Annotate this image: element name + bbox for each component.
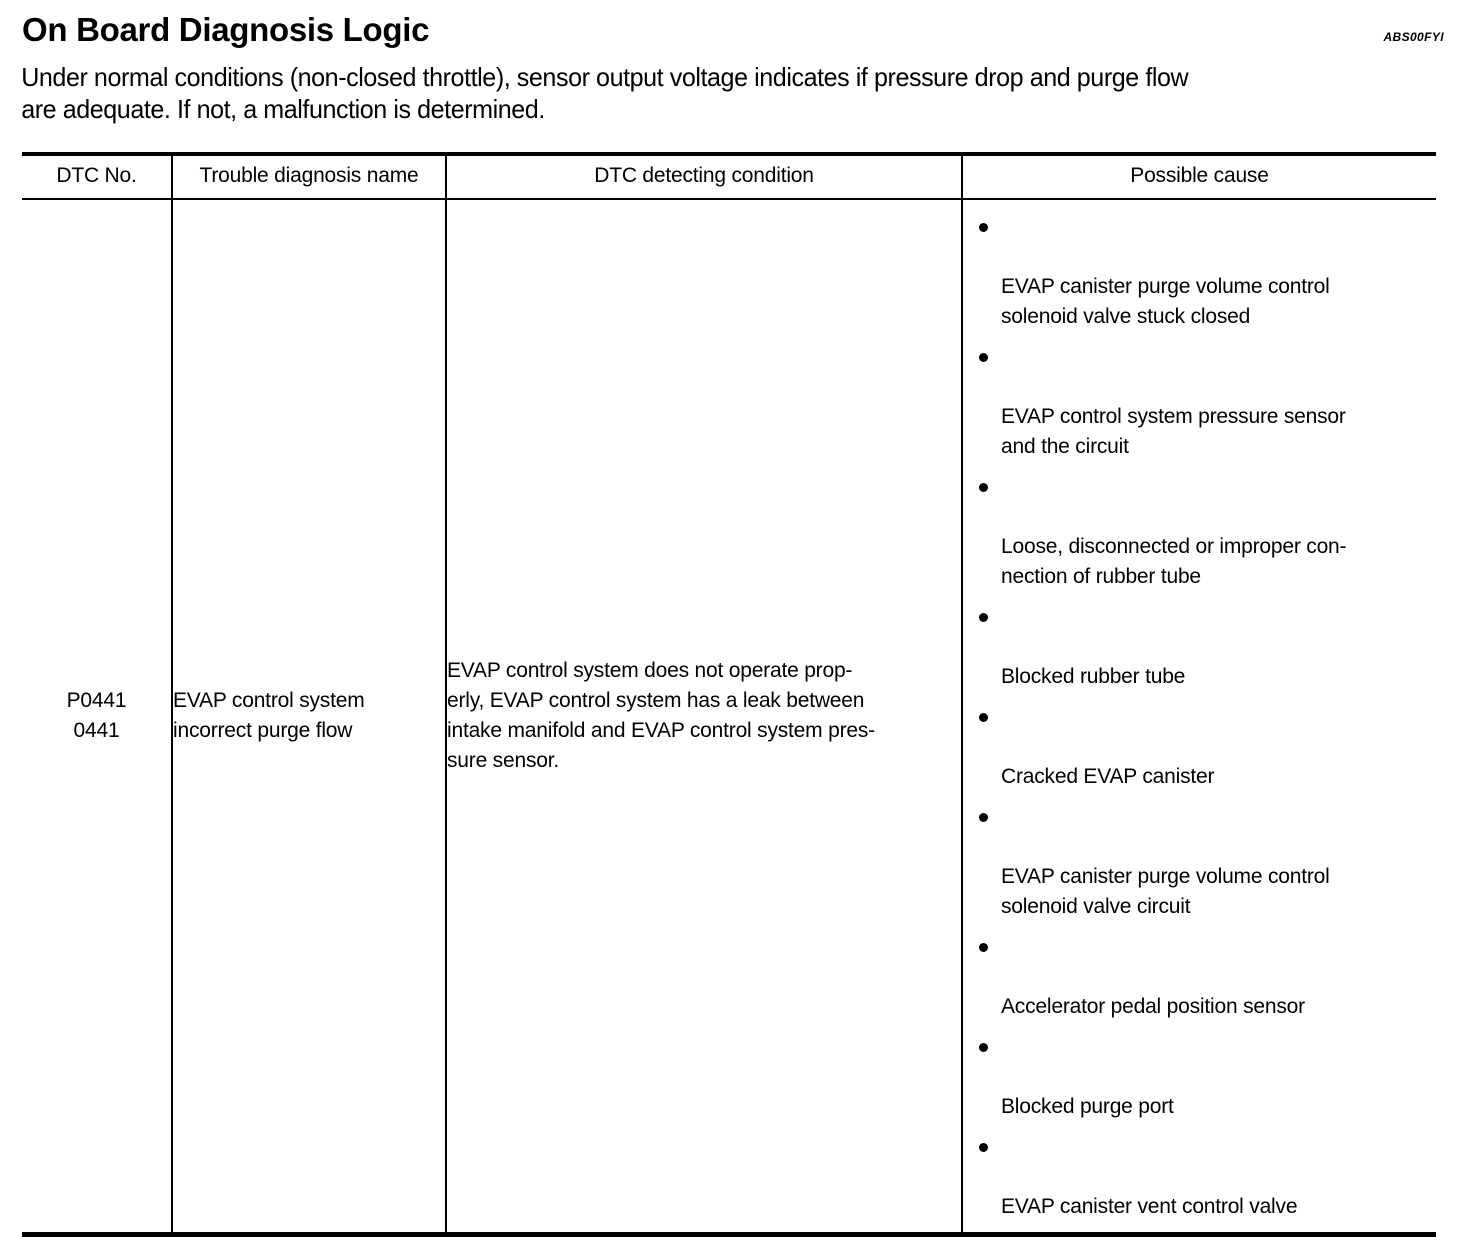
list-item-label: EVAP control system pressure sensor and … [1001,405,1346,458]
column-header-possible-cause: Possible cause [961,152,1436,200]
list-item: Loose, disconnected or improper con- nec… [973,472,1426,592]
bullet-dot-icon [979,483,988,492]
dtc-code-primary: P0441 [66,689,127,712]
bullet-dot-icon [979,353,988,362]
bullet-dot-icon [979,943,988,952]
list-item-label: EVAP canister vent control valve [1001,1195,1298,1218]
cell-detecting-condition: EVAP control system does not operate pro… [445,199,962,1237]
bullet-dot-icon [979,613,988,622]
dtc-code-secondary: 0441 [73,719,120,742]
page-title: On Board Diagnosis Logic [22,11,430,48]
table-header-row: DTC No. Trouble diagnosis name DTC detec… [22,152,1436,200]
list-item-label: Loose, disconnected or improper con- nec… [1001,535,1347,588]
table-body: P0441 0441 EVAP control system incorrect… [22,199,1436,1237]
trouble-diagnosis-name-text: EVAP control system incorrect purge flow [173,689,365,742]
bullet-dot-icon [979,713,988,722]
list-item-label: Blocked purge port [1001,1095,1174,1118]
list-item: EVAP canister purge volume control solen… [973,212,1426,332]
table-header: DTC No. Trouble diagnosis name DTC detec… [22,152,1436,200]
column-header-dtc-detecting-condition: DTC detecting condition [445,152,962,200]
list-item-label: EVAP canister purge volume control solen… [1001,865,1330,918]
reference-code: ABS00FYI [1383,30,1444,44]
dtc-table-container: DTC No. Trouble diagnosis name DTC detec… [22,152,1436,1237]
possible-cause-list: EVAP canister purge volume control solen… [963,200,1436,1232]
bullet-dot-icon [979,813,988,822]
list-item-label: EVAP canister purge volume control solen… [1001,275,1330,328]
bullet-dot-icon [979,1043,988,1052]
list-item: Cracked EVAP canister [973,702,1426,792]
list-item-label: Accelerator pedal position sensor [1001,995,1305,1018]
list-item: Blocked rubber tube [973,602,1426,692]
list-item-label: Cracked EVAP canister [1001,765,1215,788]
table-row: P0441 0441 EVAP control system incorrect… [22,199,1436,1237]
detecting-condition-text: EVAP control system does not operate pro… [447,659,875,772]
intro-paragraph: Under normal conditions (non-closed thro… [21,62,1189,124]
list-item: Accelerator pedal position sensor [973,932,1426,1022]
list-item: Blocked purge port [973,1032,1426,1122]
list-item: EVAP canister purge volume control solen… [973,802,1426,922]
list-item: EVAP canister vent control valve [973,1132,1426,1222]
list-item: EVAP control system pressure sensor and … [973,342,1426,462]
bullet-dot-icon [979,1143,988,1152]
column-header-dtc-no: DTC No. [22,152,172,200]
cell-trouble-diagnosis-name: EVAP control system incorrect purge flow [171,199,446,1237]
list-item-label: Blocked rubber tube [1001,665,1186,688]
dtc-table: DTC No. Trouble diagnosis name DTC detec… [22,152,1436,1237]
cell-dtc-no: P0441 0441 [22,199,172,1237]
cell-possible-cause: EVAP canister purge volume control solen… [961,199,1436,1237]
column-header-trouble-diagnosis-name: Trouble diagnosis name [171,152,446,200]
bullet-dot-icon [979,223,988,232]
document-header: On Board Diagnosis Logic ABS00FYI [0,0,1472,49]
